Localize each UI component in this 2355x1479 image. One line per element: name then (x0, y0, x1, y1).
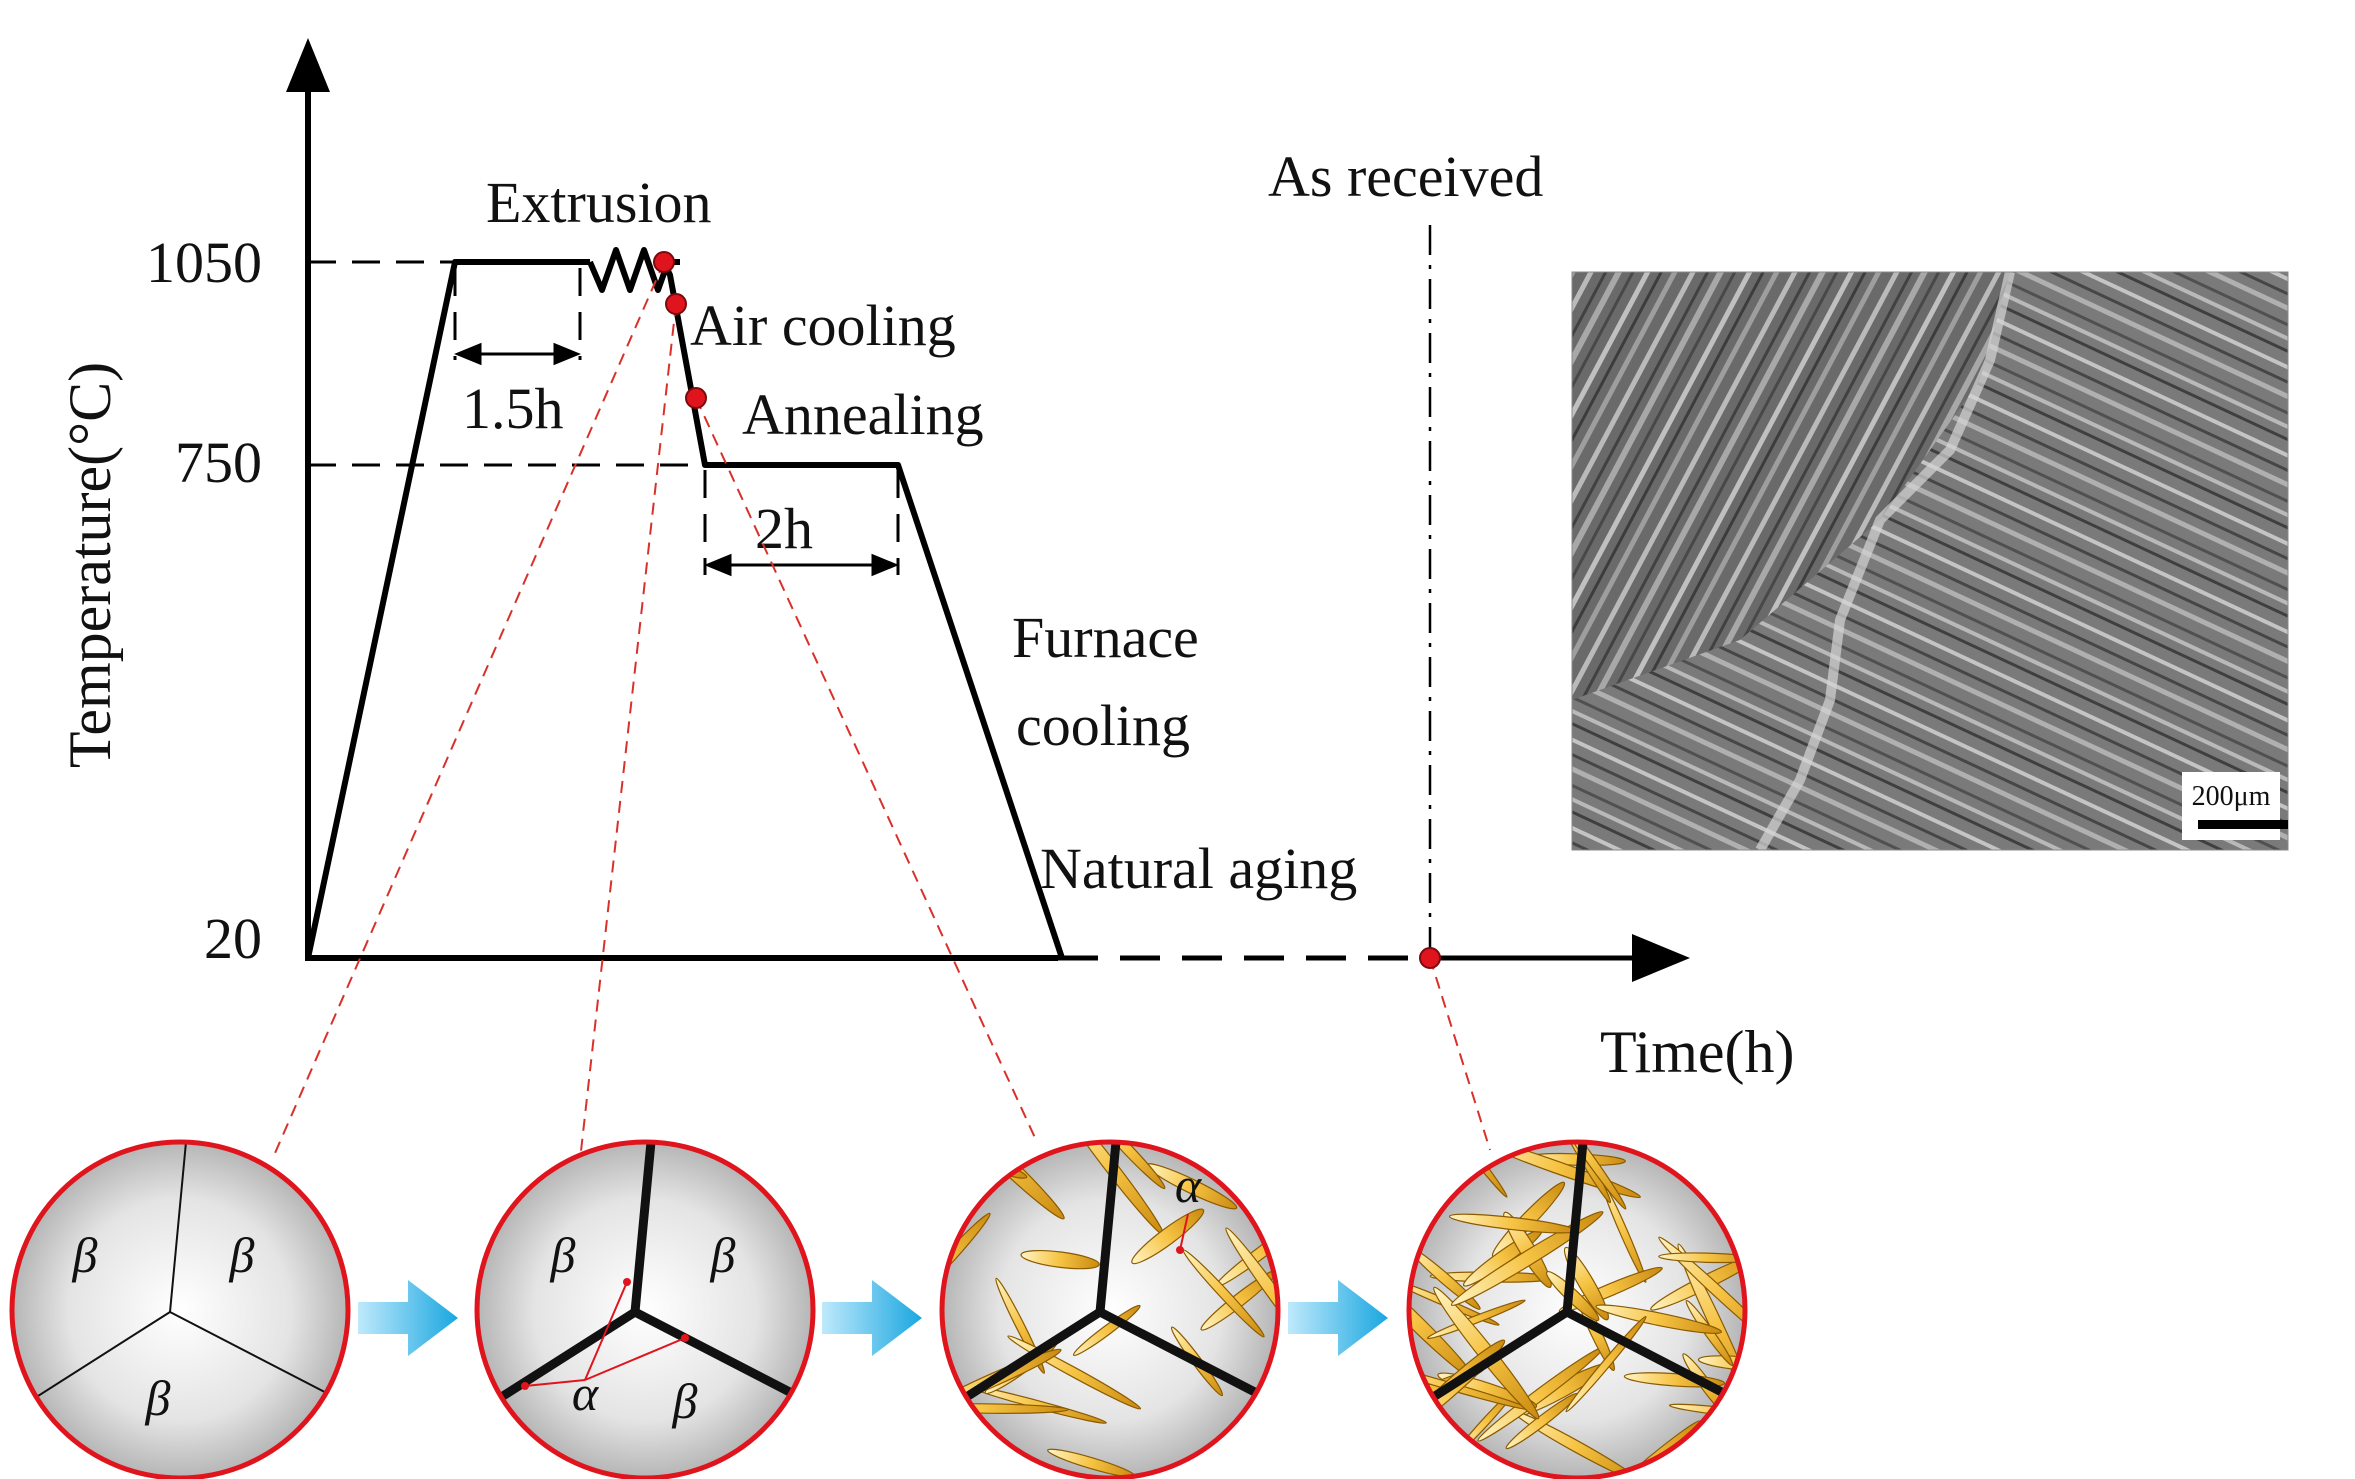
air-cooling-label: Air cooling (690, 293, 956, 358)
grain-boundary (15, 1311, 171, 1411)
microstructure-stage-2: β β β α (474, 1139, 816, 1479)
marker-air-cooling (665, 293, 687, 315)
process-labels: Extrusion Air cooling Annealing 1.5h 2h … (462, 144, 1543, 901)
axis-labels: Temperature(°C) Time(h) 1050 750 20 (57, 230, 1794, 1085)
x-axis-label: Time(h) (1600, 1019, 1794, 1085)
phase-label: β (550, 1227, 576, 1283)
hold-2-dimension (704, 553, 899, 577)
connector-2 (579, 303, 677, 1161)
stage-circle-border (1406, 1139, 1748, 1479)
furnace-cooling-label-line2: cooling (1016, 693, 1190, 758)
microstructure-stage-1: β β β (9, 1139, 351, 1479)
stage-circle-border (939, 1139, 1281, 1479)
scale-bar-label: 200μm (2192, 781, 2271, 812)
evolution-arrow-icon-3 (1288, 1280, 1388, 1356)
hold-2-label: 2h (755, 496, 813, 561)
microstructure-stage-4 (1406, 1139, 1748, 1479)
grain-boundary (169, 1311, 345, 1403)
grain-boundary (1095, 1142, 1121, 1317)
axes (286, 38, 1690, 982)
y-axis-label: Temperature(°C) (57, 362, 123, 768)
grain-boundary (1562, 1142, 1588, 1317)
x-axis-arrow-icon (1632, 934, 1690, 982)
grain-boundary (169, 1142, 187, 1313)
alpha-lath (1658, 1236, 1745, 1350)
alpha-lath (1595, 1304, 1723, 1334)
grain-boundary (942, 1307, 1105, 1415)
alpha-lath (1658, 1252, 1745, 1264)
stage-connectors (271, 261, 1491, 1161)
phase-label: β (72, 1227, 98, 1283)
grain-boundary (630, 1307, 813, 1407)
connector-1 (271, 261, 665, 1161)
phase-label: β (710, 1227, 736, 1283)
marker-as-received (1419, 947, 1441, 969)
marker-annealing (685, 387, 707, 409)
evolution-arrow-icon-2 (822, 1280, 922, 1356)
heating-and-hold (305, 259, 590, 959)
furnace-cooling-label-line1: Furnace (1012, 605, 1199, 670)
evolution-arrows (358, 1280, 1388, 1356)
marker-extrusion (653, 251, 675, 273)
grain-boundary (477, 1307, 640, 1415)
alpha-lath (1450, 1211, 1604, 1307)
phase-label: β (229, 1227, 255, 1283)
alpha-lath (1426, 1299, 1526, 1340)
stage-markers (653, 251, 1441, 969)
stage-circle-border (474, 1139, 816, 1479)
y-tick-750: 750 (175, 430, 262, 495)
y-tick-1050: 1050 (146, 230, 262, 295)
grain-boundary (1562, 1307, 1745, 1407)
phase-label: α (1175, 1157, 1203, 1213)
level-guides (308, 225, 1432, 958)
stage-circle-border (9, 1139, 351, 1479)
y-tick-20: 20 (204, 906, 262, 971)
alpha-lath (1072, 1304, 1141, 1357)
phase-label: α (572, 1365, 600, 1421)
y-axis-arrow-icon (286, 38, 330, 92)
hold-1-dimension (454, 342, 581, 366)
alpha-lath (942, 1403, 1069, 1414)
alpha-lath (1020, 1249, 1100, 1270)
connector-3 (695, 397, 1037, 1141)
grain-boundary (1095, 1307, 1278, 1407)
evolution-arrow-icon-1 (358, 1280, 458, 1356)
connector-4 (1429, 957, 1491, 1151)
scale-bar (2198, 820, 2288, 829)
phase-label: β (672, 1373, 698, 1429)
alpha-lath (1225, 1227, 1278, 1364)
phase-label: β (145, 1370, 171, 1426)
grain-boundary (630, 1142, 656, 1317)
hold-1-label: 1.5h (462, 376, 564, 441)
sem-micrograph: 200μm (1571, 271, 2289, 851)
alpha-lath (1409, 1159, 1483, 1171)
extrusion-label: Extrusion (486, 170, 712, 235)
alpha-lath (1554, 1142, 1627, 1210)
cooling-and-annealing (661, 260, 1065, 959)
as-received-label: As received (1268, 144, 1543, 209)
natural-aging-label: Natural aging (1040, 836, 1357, 901)
grain-boundary (1409, 1307, 1572, 1415)
annealing-label: Annealing (742, 382, 984, 447)
microstructure-stage-3: α (939, 1139, 1281, 1479)
alpha-lath (1091, 1142, 1166, 1190)
